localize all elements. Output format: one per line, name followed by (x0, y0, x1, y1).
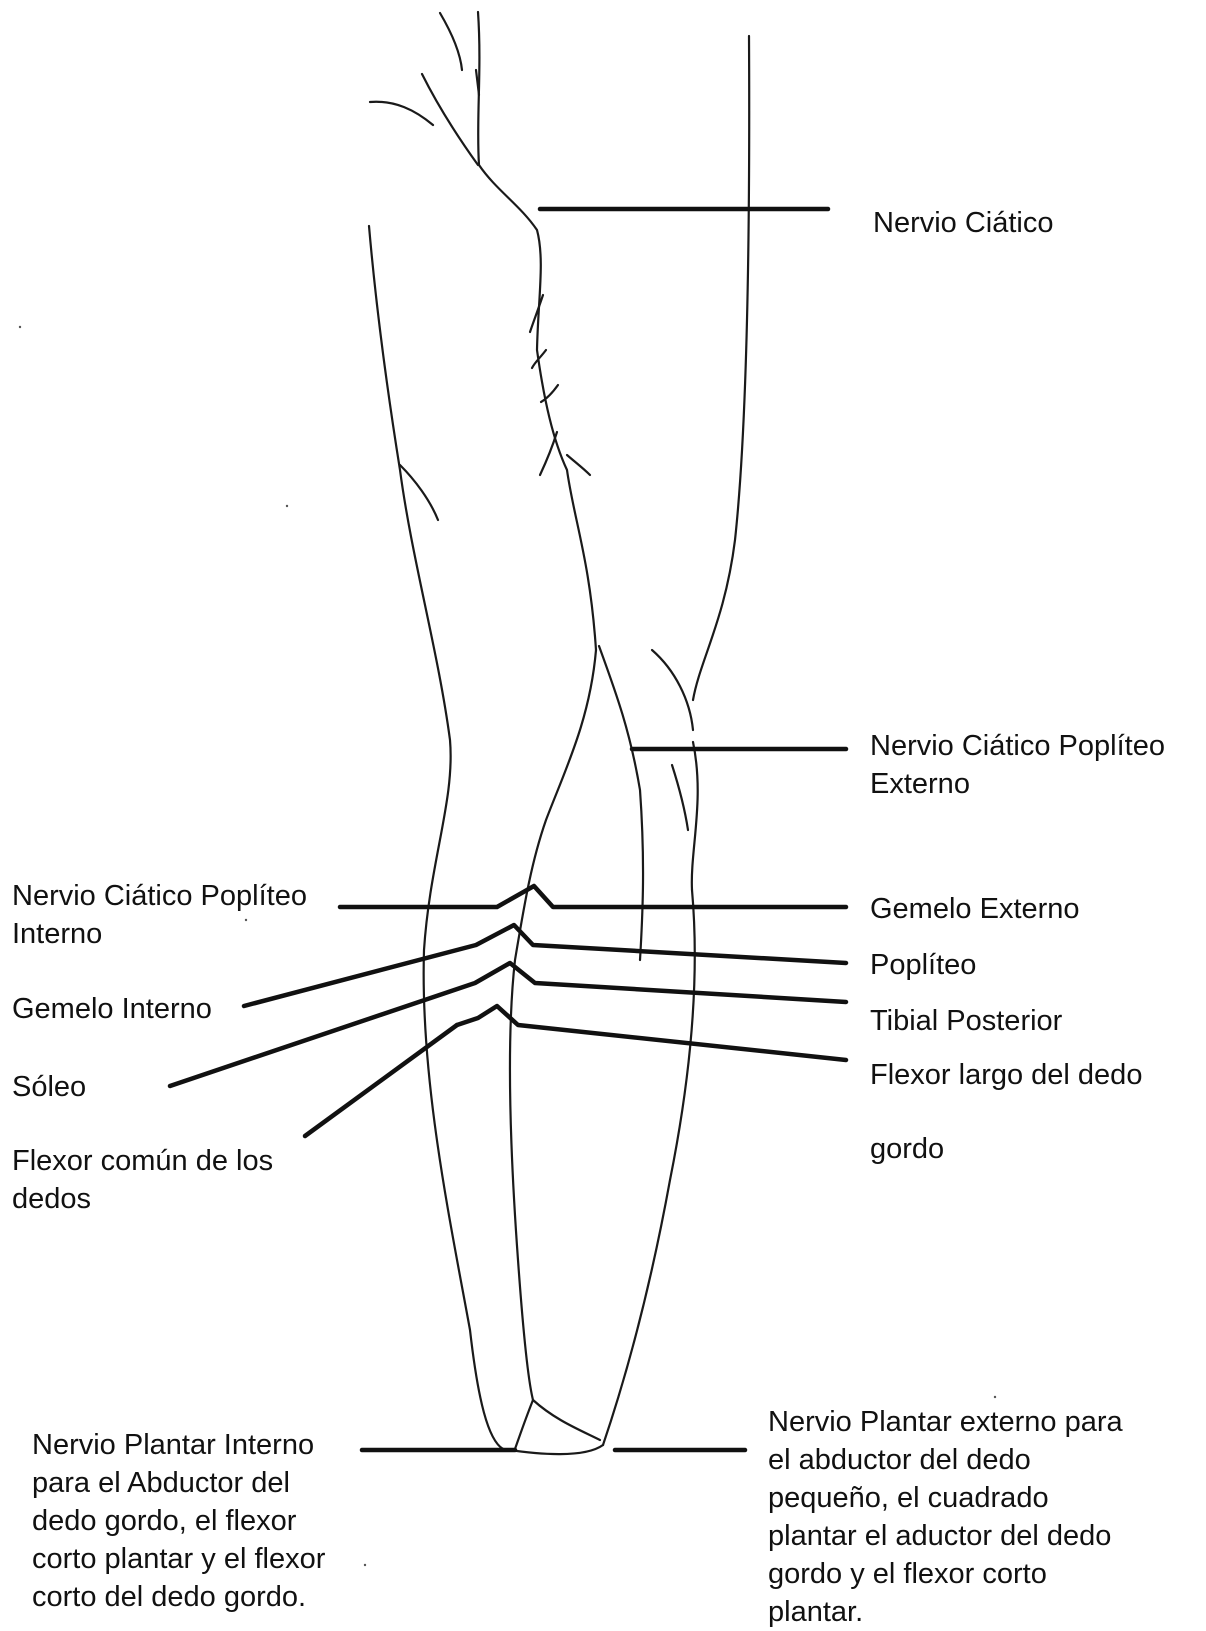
peroneal-branch (652, 650, 693, 730)
thigh-branch-d (370, 102, 433, 125)
leg-outline-right-lower (603, 890, 695, 1445)
muscle-branch-1 (530, 295, 543, 332)
label-flexor-largo: Flexor largo del dedo gordo (870, 1057, 1142, 1168)
leg-outline-left (369, 226, 503, 1449)
plantar-branch-lateral (533, 1400, 600, 1440)
leg-outline-right (693, 36, 749, 700)
label-gemelo-interno: Gemelo Interno (12, 990, 212, 1028)
label-flexor-comun: Flexor común de los dedos (12, 1142, 273, 1218)
speck-2 (286, 505, 288, 507)
thigh-branch-a (440, 13, 462, 70)
label-soleo: Sóleo (12, 1068, 86, 1106)
peroneal-branch-2 (672, 765, 688, 830)
label-gemelo-externo: Gemelo Externo (870, 890, 1080, 928)
thigh-branch-c (422, 74, 478, 165)
peroneal-nerve (599, 646, 643, 960)
leader-soleo (170, 963, 846, 1086)
label-ciatico-popliteo-externo: Nervio Ciático Poplíteo Externo (870, 727, 1165, 803)
speck-5 (364, 1564, 366, 1566)
label-nervio-ciatico: Nervio Ciático (873, 204, 1054, 242)
plantar-branch-medial (515, 1400, 533, 1449)
label-plantar-interno: Nervio Plantar Interno para el Abductor … (32, 1426, 325, 1616)
speck-4 (994, 1396, 996, 1398)
speck-1 (19, 326, 21, 328)
leader-ciatico-popliteo-interno (340, 886, 846, 907)
posterior-calf-line (692, 742, 698, 890)
muscle-branch-5 (567, 455, 590, 475)
label-tibial-posterior: Tibial Posterior (870, 1002, 1062, 1040)
leader-gemelo-interno (244, 925, 846, 1006)
label-ciatico-popliteo-interno: Nervio Ciático Poplíteo Interno (12, 877, 307, 953)
muscle-branch-4 (540, 432, 557, 475)
label-popliteo: Poplíteo (870, 946, 976, 984)
sciatic-nerve (478, 12, 596, 650)
foot-bottom (503, 1445, 603, 1454)
leader-flexor-largo (457, 1006, 846, 1060)
label-plantar-externo: Nervio Plantar externo para el abductor … (768, 1403, 1123, 1631)
